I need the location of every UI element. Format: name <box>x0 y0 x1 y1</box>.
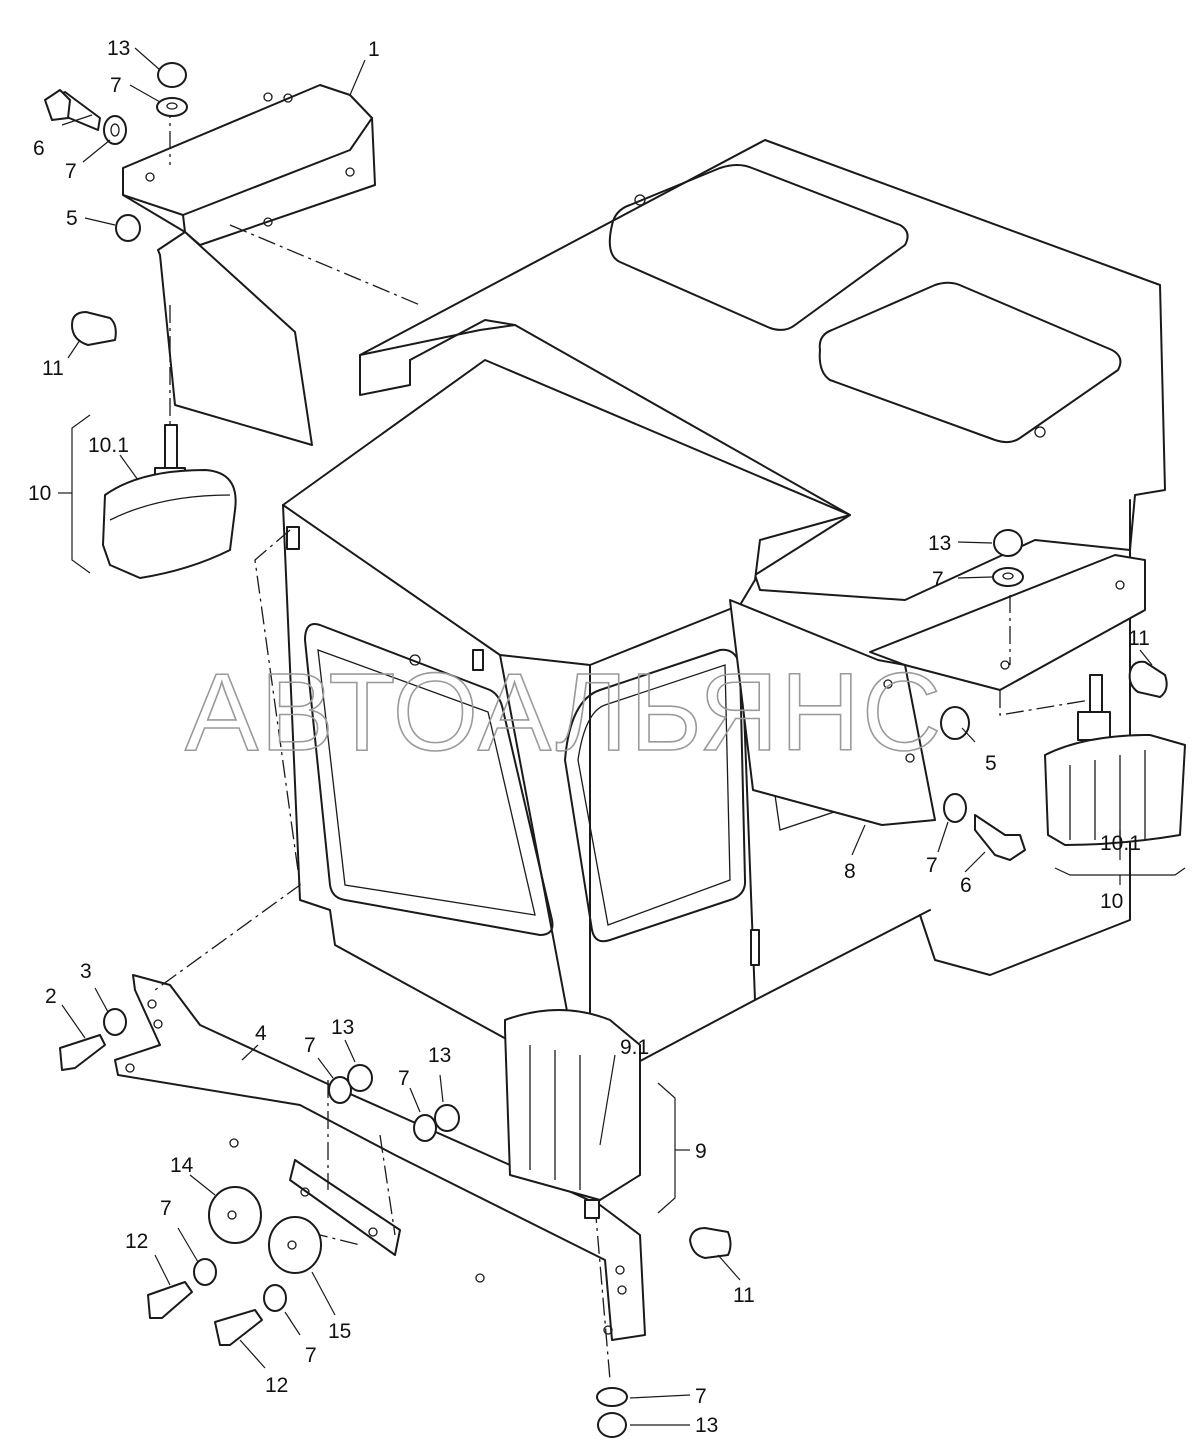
callout-10-1-right: 10.1 <box>1100 832 1141 855</box>
callout-5-right: 5 <box>985 752 997 775</box>
watermark-text: АВТОАЛЬЯНС <box>185 651 943 774</box>
callout-7-bottom: 7 <box>695 1385 707 1408</box>
callout-2: 2 <box>45 985 57 1008</box>
callout-10-right: 10 <box>1100 890 1123 913</box>
bracket-1 <box>122 84 376 446</box>
callout-13-lower-b: 13 <box>428 1044 451 1067</box>
horn-icons <box>208 1186 322 1274</box>
callout-15: 15 <box>328 1320 351 1343</box>
bracket-8 <box>729 554 1146 826</box>
callout-10-left: 10 <box>28 482 51 505</box>
callout-13-top-left: 13 <box>107 37 130 60</box>
leader-lines <box>61 47 1153 1426</box>
callout-7-lower-c: 7 <box>160 1197 172 1220</box>
callout-7-top-left-b: 7 <box>65 160 77 183</box>
callout-13-bottom: 13 <box>695 1414 718 1437</box>
callout-8: 8 <box>844 860 856 883</box>
callout-14: 14 <box>170 1154 194 1177</box>
group-brackets <box>58 414 1186 1214</box>
callout-6-right: 6 <box>960 874 972 897</box>
callout-7-right-a: 7 <box>932 568 944 591</box>
callout-5-left: 5 <box>66 207 78 230</box>
callout-12-b: 12 <box>265 1374 288 1397</box>
bracket-4 <box>114 974 646 1341</box>
lamp-10-right <box>1044 674 1186 846</box>
callout-4: 4 <box>255 1022 267 1045</box>
bulb-icons <box>71 311 1168 1259</box>
callout-10-1-left: 10.1 <box>88 434 129 457</box>
assembly-lines <box>154 100 1091 1381</box>
callout-11-lower: 11 <box>733 1284 755 1307</box>
callout-13-lower-a: 13 <box>331 1016 354 1039</box>
fasteners <box>44 62 1026 1438</box>
callout-12-a: 12 <box>125 1230 148 1253</box>
callout-7-lower-a: 7 <box>304 1034 316 1057</box>
callout-7-top-left-a: 7 <box>110 74 122 97</box>
lamp-10-left <box>102 424 237 579</box>
callout-1: 1 <box>368 38 380 61</box>
cab-body <box>282 139 1166 1086</box>
callout-9-1: 9.1 <box>620 1036 649 1059</box>
callout-6-top-left: 6 <box>33 137 45 160</box>
lamp-9 <box>504 1009 641 1219</box>
callout-7-right-b: 7 <box>926 854 938 877</box>
callout-9: 9 <box>695 1140 707 1163</box>
callout-11-right: 11 <box>1128 627 1150 650</box>
callout-7-lower-b: 7 <box>398 1067 410 1090</box>
callout-11-left: 11 <box>42 357 64 380</box>
callout-7-lower-d: 7 <box>305 1344 317 1367</box>
callout-labels: 1 13 7 6 7 5 11 10.1 10 13 7 11 5 7 6 8 … <box>28 37 1150 1437</box>
callout-3: 3 <box>80 960 92 983</box>
callout-13-right: 13 <box>928 532 951 555</box>
